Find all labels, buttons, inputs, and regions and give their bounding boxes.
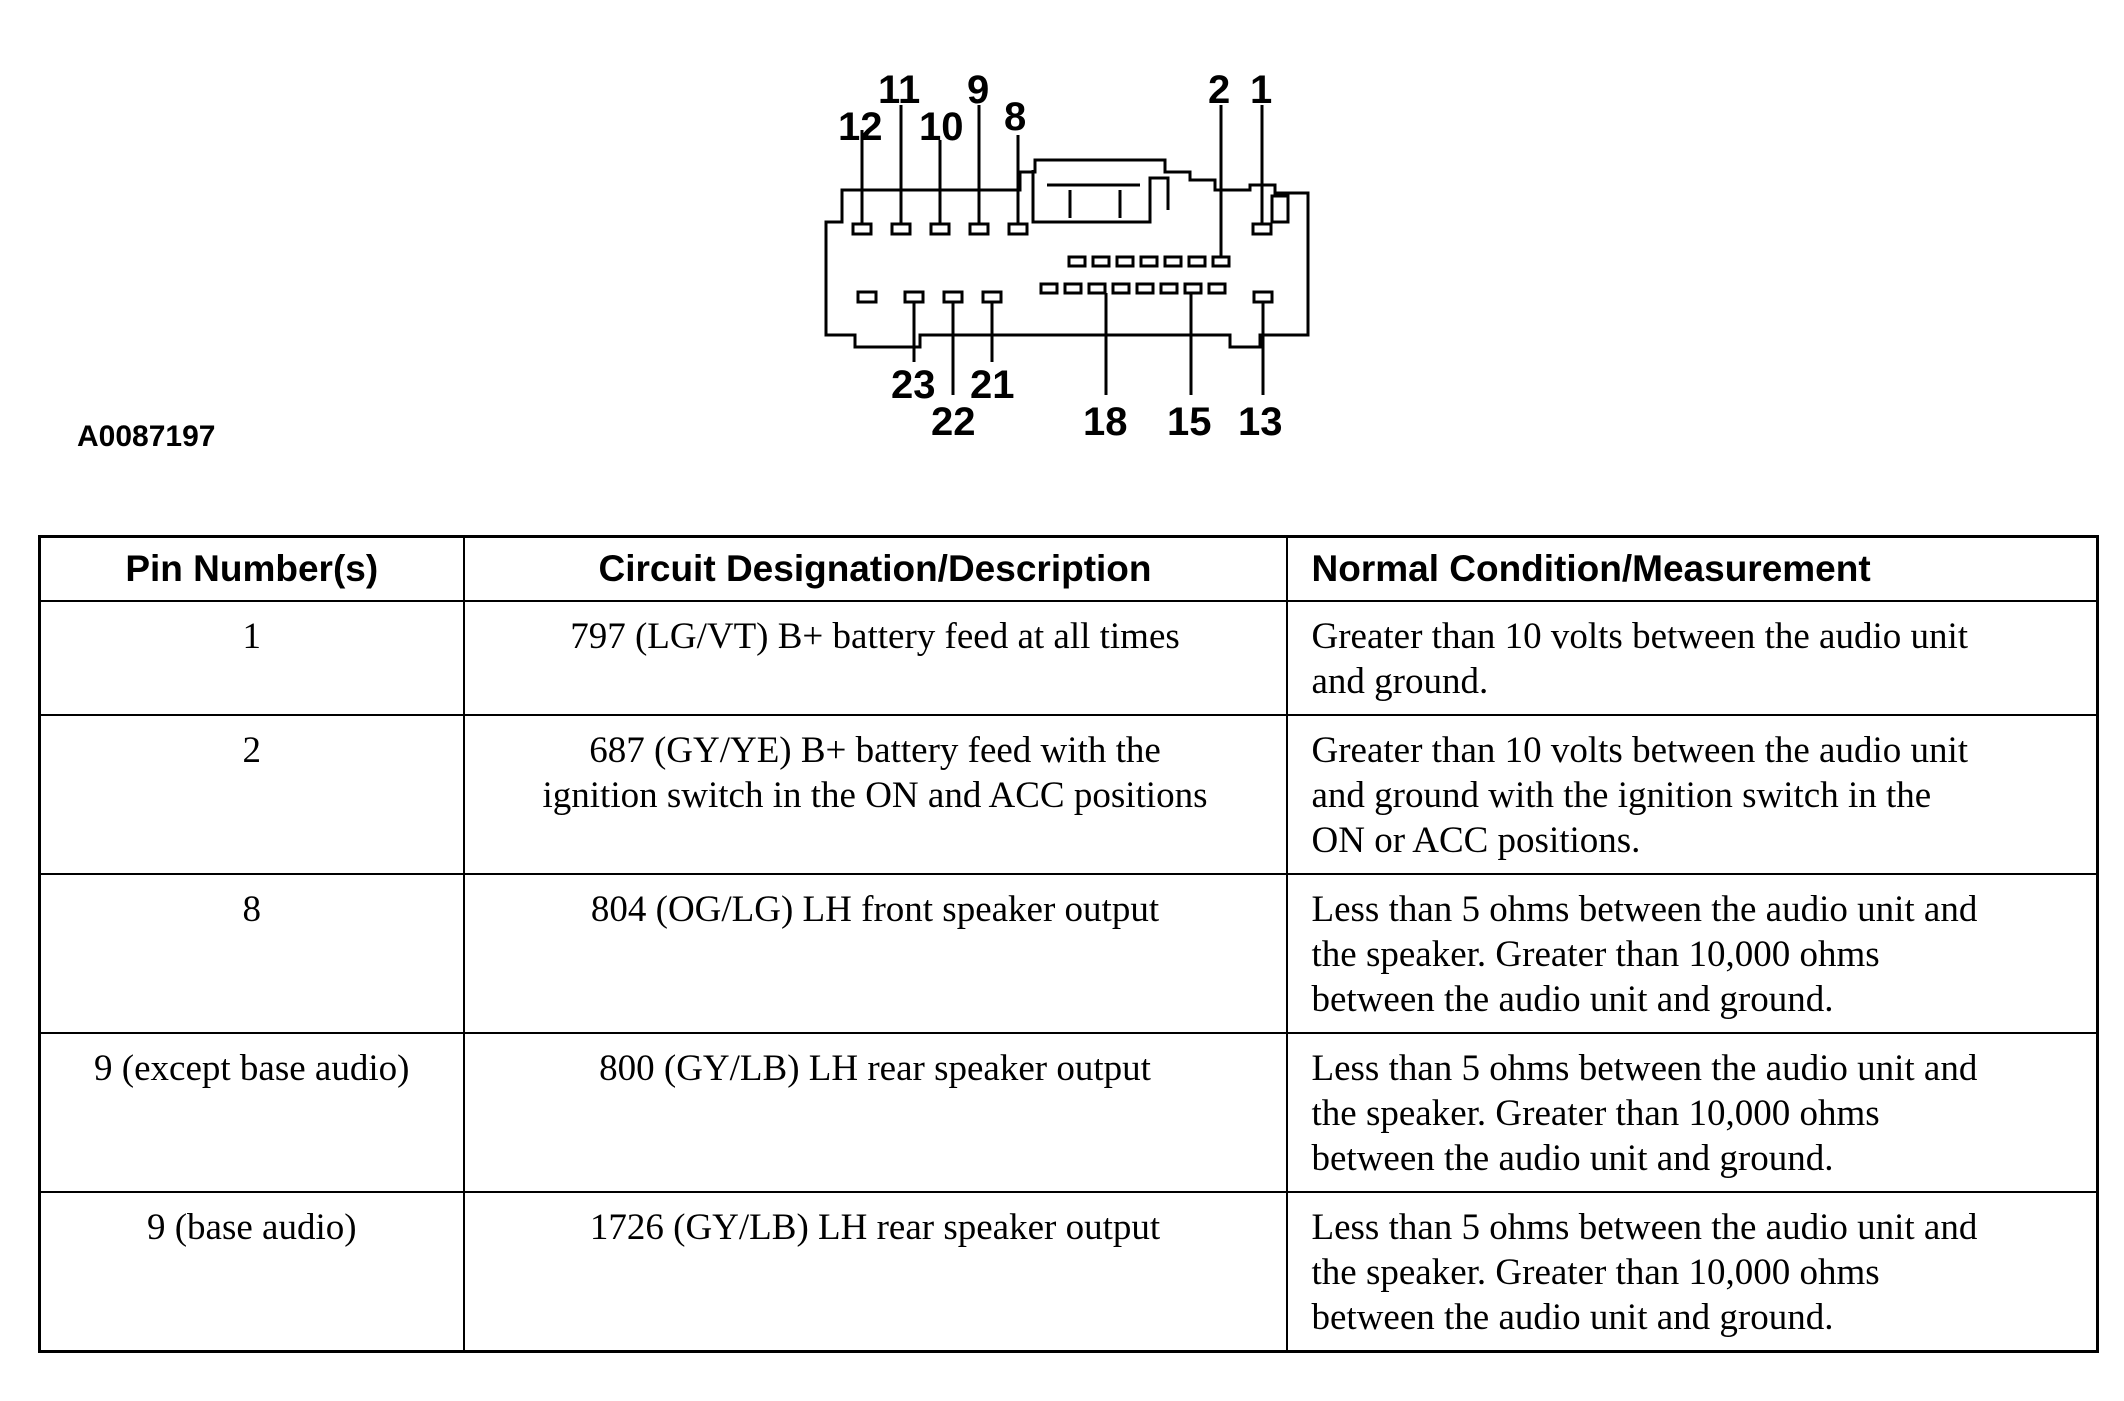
pin-table: Pin Number(s) Circuit Designation/Descri… — [38, 535, 2099, 1353]
pin-label-2: 2 — [1208, 68, 1230, 112]
condition-line: ON or ACC positions. — [1311, 820, 1641, 861]
cell-condition: Less than 5 ohms between the audio unit … — [1285, 1191, 2099, 1353]
pin-label-15: 15 — [1167, 400, 1212, 444]
circuit-line: 804 (OG/LG) LH front speaker output — [590, 889, 1160, 930]
pin-label-1: 1 — [1250, 68, 1272, 112]
pin-label-22: 22 — [931, 400, 976, 444]
cell-circuit: 800 (GY/LB) LH rear speaker output — [462, 1032, 1288, 1193]
condition-line: Less than 5 ohms between the audio unit … — [1311, 1207, 1978, 1248]
pin-label-21: 21 — [970, 363, 1015, 407]
cell-condition: Less than 5 ohms between the audio unit … — [1285, 1032, 2099, 1193]
connector-diagram: 12 11 10 9 8 2 1 23 22 21 18 15 13 A0087… — [77, 68, 1310, 453]
cell-condition: Greater than 10 volts between the audio … — [1285, 714, 2099, 875]
header-pin-number: Pin Number(s) — [38, 535, 465, 602]
cell-circuit: 1726 (GY/LB) LH rear speaker output — [462, 1191, 1288, 1353]
condition-line: Greater than 10 volts between the audio … — [1311, 730, 1969, 771]
condition-line: between the audio unit and ground. — [1311, 979, 1834, 1020]
pin-number-text: 8 — [242, 889, 262, 930]
table-row: 8 804 (OG/LG) LH front speaker output Less… — [38, 873, 2099, 1034]
connector-latch-tab — [1270, 194, 1290, 224]
pin-number-text: 9 (except base audio) — [94, 1048, 410, 1089]
cell-circuit: 804 (OG/LG) LH front speaker output — [462, 873, 1288, 1034]
circuit-line: 1726 (GY/LB) LH rear speaker output — [589, 1207, 1161, 1248]
circuit-line: 797 (LG/VT) B+ battery feed at all times — [570, 616, 1180, 657]
condition-line: Less than 5 ohms between the audio unit … — [1311, 1048, 1978, 1089]
condition-line: Less than 5 ohms between the audio unit … — [1311, 889, 1978, 930]
cell-pin-number: 8 — [38, 873, 465, 1034]
connector-body — [824, 158, 1310, 349]
figure-id: A0087197 — [77, 420, 215, 453]
table-row: 1 797 (LG/VT) B+ battery feed at all time… — [38, 600, 2099, 716]
pin-label-10: 10 — [919, 105, 964, 149]
table-row: 9 (base audio) 1726 (GY/LB) LH rear speak… — [38, 1191, 2099, 1353]
pin-label-8: 8 — [1004, 95, 1026, 139]
pin-label-11: 11 — [878, 68, 920, 112]
connector-latch — [1031, 170, 1170, 224]
condition-line: the speaker. Greater than 10,000 ohms — [1311, 1093, 1880, 1134]
pin-label-13: 13 — [1238, 400, 1283, 444]
condition-line: Greater than 10 volts between the audio … — [1311, 616, 1969, 657]
pin-number-text: 9 (base audio) — [146, 1207, 357, 1248]
table-header-row: Pin Number(s) Circuit Designation/Descri… — [38, 535, 2099, 602]
condition-line: the speaker. Greater than 10,000 ohms — [1311, 934, 1880, 975]
condition-line: and ground with the ignition switch in t… — [1311, 775, 1932, 816]
cell-circuit: 797 (LG/VT) B+ battery feed at all times — [462, 600, 1288, 716]
pin-label-18: 18 — [1083, 400, 1128, 444]
table-row: 9 (except base audio) 800 (GY/LB) LH rear… — [38, 1032, 2099, 1193]
cell-pin-number: 9 (except base audio) — [38, 1032, 465, 1193]
cell-condition: Less than 5 ohms between the audio unit … — [1285, 873, 2099, 1034]
cell-pin-number: 1 — [38, 600, 465, 716]
condition-line: between the audio unit and ground. — [1311, 1138, 1834, 1179]
header-condition: Normal Condition/Measurement — [1285, 535, 2099, 602]
cell-condition: Greater than 10 volts between the audio … — [1285, 600, 2099, 716]
condition-line: and ground. — [1311, 661, 1489, 702]
condition-line: between the audio unit and ground. — [1311, 1297, 1834, 1338]
circuit-line: 800 (GY/LB) LH rear speaker output — [599, 1048, 1151, 1089]
pin-number-text: 2 — [242, 730, 262, 771]
circuit-line: ignition switch in the ON and ACC positi… — [542, 775, 1208, 816]
cell-pin-number: 2 — [38, 714, 465, 875]
pin-label-12: 12 — [838, 105, 883, 149]
condition-line: the speaker. Greater than 10,000 ohms — [1311, 1252, 1880, 1293]
cell-pin-number: 9 (base audio) — [38, 1191, 465, 1353]
pin-label-9: 9 — [967, 68, 989, 112]
circuit-line: 687 (GY/YE) B+ battery feed with the — [589, 730, 1161, 771]
pin-label-23: 23 — [891, 363, 936, 407]
header-circuit: Circuit Designation/Description — [462, 535, 1288, 602]
pin-number-text: 1 — [242, 616, 262, 657]
